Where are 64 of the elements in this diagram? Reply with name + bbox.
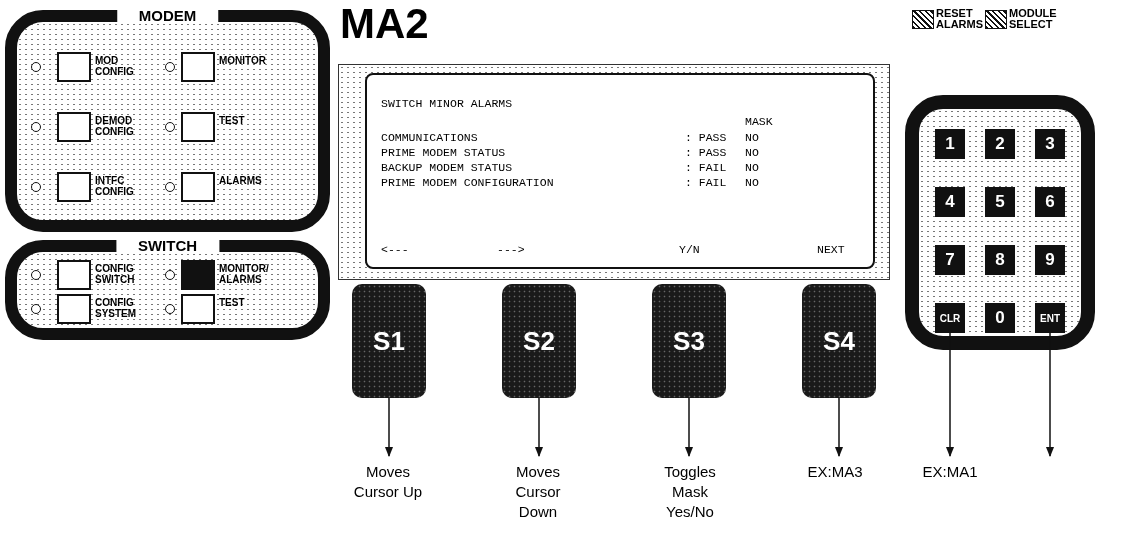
screen-text: NO bbox=[745, 131, 759, 144]
arrow bbox=[945, 332, 955, 458]
screen-text: <--- bbox=[381, 243, 409, 256]
screen-text: NO bbox=[745, 161, 759, 174]
screen-text: : FAIL bbox=[685, 176, 727, 189]
button-label: CONFIG SYSTEM bbox=[95, 297, 138, 319]
keypad-panel bbox=[905, 95, 1095, 350]
display-bezel bbox=[338, 64, 890, 280]
arrow bbox=[534, 397, 544, 458]
keypad-key: 7 bbox=[935, 245, 965, 275]
legend-text: RESET ALARMS bbox=[936, 8, 982, 30]
annotation-text: Toggles Mask Yes/No bbox=[652, 462, 728, 522]
screen-text: SWITCH MINOR ALARMS bbox=[381, 97, 513, 110]
arrow bbox=[834, 397, 844, 458]
keypad-key: 1 bbox=[935, 129, 965, 159]
soft-key: S1 bbox=[352, 284, 426, 398]
control-panel bbox=[5, 240, 330, 340]
keypad-key: 8 bbox=[985, 245, 1015, 275]
button-label: MOD CONFIG bbox=[95, 55, 135, 77]
button-label: MONITOR/ ALARMS bbox=[219, 263, 270, 285]
annotation-text: EX:MA3 bbox=[797, 462, 873, 482]
keypad-key: 2 bbox=[985, 129, 1015, 159]
screen-text: NO bbox=[745, 176, 759, 189]
screen-text: Y/N bbox=[679, 243, 700, 256]
arrow bbox=[384, 397, 394, 458]
screen-text: NEXT bbox=[817, 243, 845, 256]
soft-key: S3 bbox=[652, 284, 726, 398]
button-label: DEMOD CONFIG bbox=[95, 115, 135, 137]
keypad-key: 3 bbox=[1035, 129, 1065, 159]
keypad-key: 6 bbox=[1035, 187, 1065, 217]
keypad-key: 0 bbox=[985, 303, 1015, 333]
keypad-key: 5 bbox=[985, 187, 1015, 217]
soft-key: S4 bbox=[802, 284, 876, 398]
button-label: TEST bbox=[219, 297, 246, 308]
annotation-text: EX:MA1 bbox=[912, 462, 988, 482]
screen-text: : PASS bbox=[685, 146, 727, 159]
button-label: MONITOR bbox=[219, 55, 268, 66]
screen-text: NO bbox=[745, 146, 759, 159]
arrow bbox=[684, 397, 694, 458]
keypad-key: CLR bbox=[935, 303, 965, 333]
screen-text: PRIME MODEM CONFIGURATION bbox=[381, 176, 554, 189]
panel-title: MODEM bbox=[116, 9, 219, 23]
annotation-text: Moves Cursor Up bbox=[350, 462, 426, 502]
screen-text: ---> bbox=[497, 243, 525, 256]
panel-title: SWITCH bbox=[115, 239, 220, 253]
keypad-key: 4 bbox=[935, 187, 965, 217]
diagram-title: MA2 bbox=[340, 0, 429, 48]
screen-text: BACKUP MODEM STATUS bbox=[381, 161, 513, 174]
screen-text: : PASS bbox=[685, 131, 727, 144]
keypad-key: ENT bbox=[1035, 303, 1065, 333]
soft-key: S2 bbox=[502, 284, 576, 398]
keypad-key: 9 bbox=[1035, 245, 1065, 275]
control-panel bbox=[5, 10, 330, 232]
screen-text: : FAIL bbox=[685, 161, 727, 174]
legend-text: MODULE SELECT bbox=[1009, 8, 1055, 30]
annotation-text: Moves Cursor Down bbox=[500, 462, 576, 522]
screen-text: COMMUNICATIONS bbox=[381, 131, 478, 144]
button-label: CONFIG SWITCH bbox=[95, 263, 136, 285]
arrow bbox=[1045, 332, 1055, 458]
screen-text: MASK bbox=[745, 115, 773, 128]
button-label: ALARMS bbox=[219, 175, 263, 186]
button-label: TEST bbox=[219, 115, 246, 126]
screen-text: PRIME MODEM STATUS bbox=[381, 146, 506, 159]
button-label: INTFC CONFIG bbox=[95, 175, 135, 197]
